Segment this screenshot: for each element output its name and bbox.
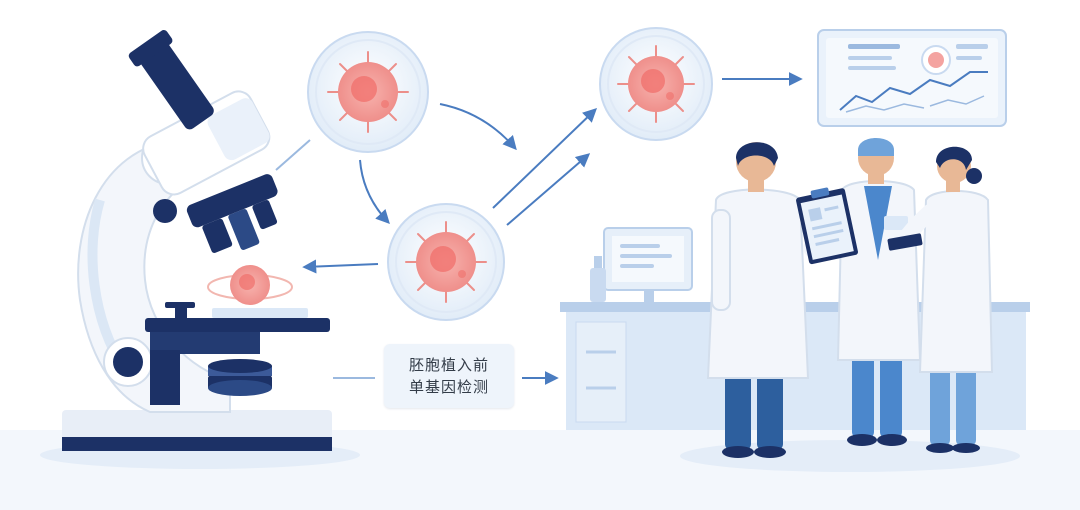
pgt-m-label-box: 胚胞植入前 单基因检测 bbox=[384, 344, 514, 408]
scientist-left-icon bbox=[706, 142, 824, 458]
label-line-1: 胚胞植入前 bbox=[408, 356, 489, 374]
report-panel-icon bbox=[817, 29, 1007, 127]
label-line-2: 单基因检测 bbox=[408, 378, 489, 396]
cell-disc-top-right bbox=[599, 27, 713, 141]
cell-disc-middle bbox=[387, 203, 505, 321]
flow-arrows bbox=[275, 72, 803, 385]
scientist-right-icon bbox=[887, 146, 994, 453]
clipboard-icon bbox=[796, 187, 858, 265]
cell-disc-top-left bbox=[307, 31, 429, 153]
microscope-icon bbox=[62, 30, 332, 451]
